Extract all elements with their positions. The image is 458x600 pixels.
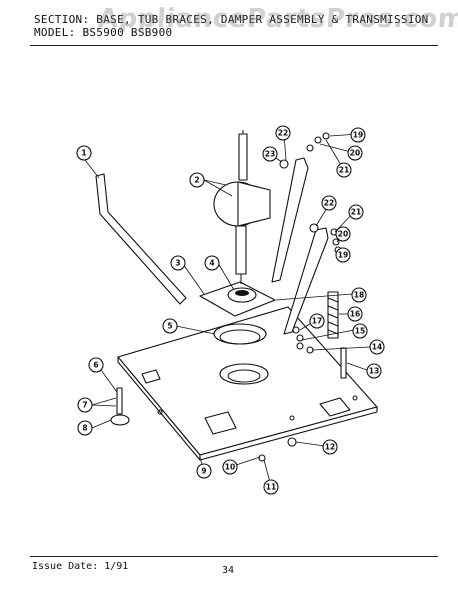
svg-text:6: 6 <box>93 361 98 370</box>
callout-8: 8 <box>77 420 93 436</box>
svg-text:1: 1 <box>81 149 86 158</box>
section-title: SECTION: BASE, TUB BRACES, DAMPER ASSEMB… <box>34 13 429 26</box>
svg-text:8: 8 <box>82 424 87 433</box>
svg-text:23: 23 <box>265 150 275 159</box>
damper-ring <box>213 323 267 345</box>
callout-22-top: 22 <box>275 125 291 141</box>
callout-13: 13 <box>366 363 382 379</box>
svg-text:14: 14 <box>372 343 382 352</box>
callout-1: 1 <box>76 145 92 161</box>
callout-12: 12 <box>322 439 338 455</box>
callout-21-lower: 21 <box>348 204 364 220</box>
svg-text:18: 18 <box>354 291 364 300</box>
svg-text:11: 11 <box>266 483 276 492</box>
callout-19-top: 19 <box>350 127 366 143</box>
svg-text:7: 7 <box>82 401 87 410</box>
callout-15: 15 <box>352 323 368 339</box>
base-plate <box>117 306 378 461</box>
callout-11: 11 <box>263 479 279 495</box>
footer-rule <box>30 556 438 557</box>
transmission <box>213 130 271 284</box>
callout-5: 5 <box>162 318 178 334</box>
svg-text:20: 20 <box>338 230 348 239</box>
spring <box>327 291 339 339</box>
svg-text:22: 22 <box>278 129 288 138</box>
callout-9: 9 <box>196 463 212 479</box>
svg-text:12: 12 <box>325 443 335 452</box>
svg-text:21: 21 <box>351 208 361 217</box>
callout-7: 7 <box>77 397 93 413</box>
svg-text:5: 5 <box>167 322 172 331</box>
right-tub-braces <box>271 157 329 335</box>
callout-17: 17 <box>309 313 325 329</box>
svg-text:21: 21 <box>339 166 349 175</box>
svg-text:3: 3 <box>175 259 180 268</box>
svg-text:19: 19 <box>338 251 348 260</box>
callout-21-top: 21 <box>336 162 352 178</box>
svg-text:22: 22 <box>324 199 334 208</box>
svg-text:10: 10 <box>225 463 235 472</box>
callout-23: 23 <box>262 146 278 162</box>
svg-text:20: 20 <box>350 149 360 158</box>
damper-assembly <box>199 281 276 317</box>
callout-6: 6 <box>88 357 104 373</box>
svg-text:15: 15 <box>355 327 365 336</box>
model-line: MODEL: BS5900 BSB900 <box>34 26 173 39</box>
svg-text:13: 13 <box>369 367 379 376</box>
callout-3: 3 <box>170 255 186 271</box>
svg-text:16: 16 <box>350 310 360 319</box>
svg-text:17: 17 <box>312 317 322 326</box>
callout-14: 14 <box>369 339 385 355</box>
svg-text:4: 4 <box>209 259 214 268</box>
header-rule <box>30 45 438 46</box>
left-tub-brace <box>95 173 187 305</box>
page-number: 34 <box>222 565 235 576</box>
issue-date: Issue Date: 1/91 <box>32 561 129 572</box>
svg-text:2: 2 <box>194 176 199 185</box>
callout-18: 18 <box>351 287 367 303</box>
callout-19-lower: 19 <box>335 247 351 263</box>
callout-10: 10 <box>222 459 238 475</box>
callout-22-lower: 22 <box>321 195 337 211</box>
callout-16: 16 <box>347 306 363 322</box>
leveling-leg <box>110 387 130 426</box>
callout-2: 2 <box>189 172 205 188</box>
bolt <box>340 347 347 379</box>
callout-4: 4 <box>204 255 220 271</box>
callout-20-top: 20 <box>347 145 363 161</box>
svg-text:9: 9 <box>201 467 206 476</box>
svg-text:19: 19 <box>353 131 363 140</box>
callout-20-lower: 20 <box>335 226 351 242</box>
